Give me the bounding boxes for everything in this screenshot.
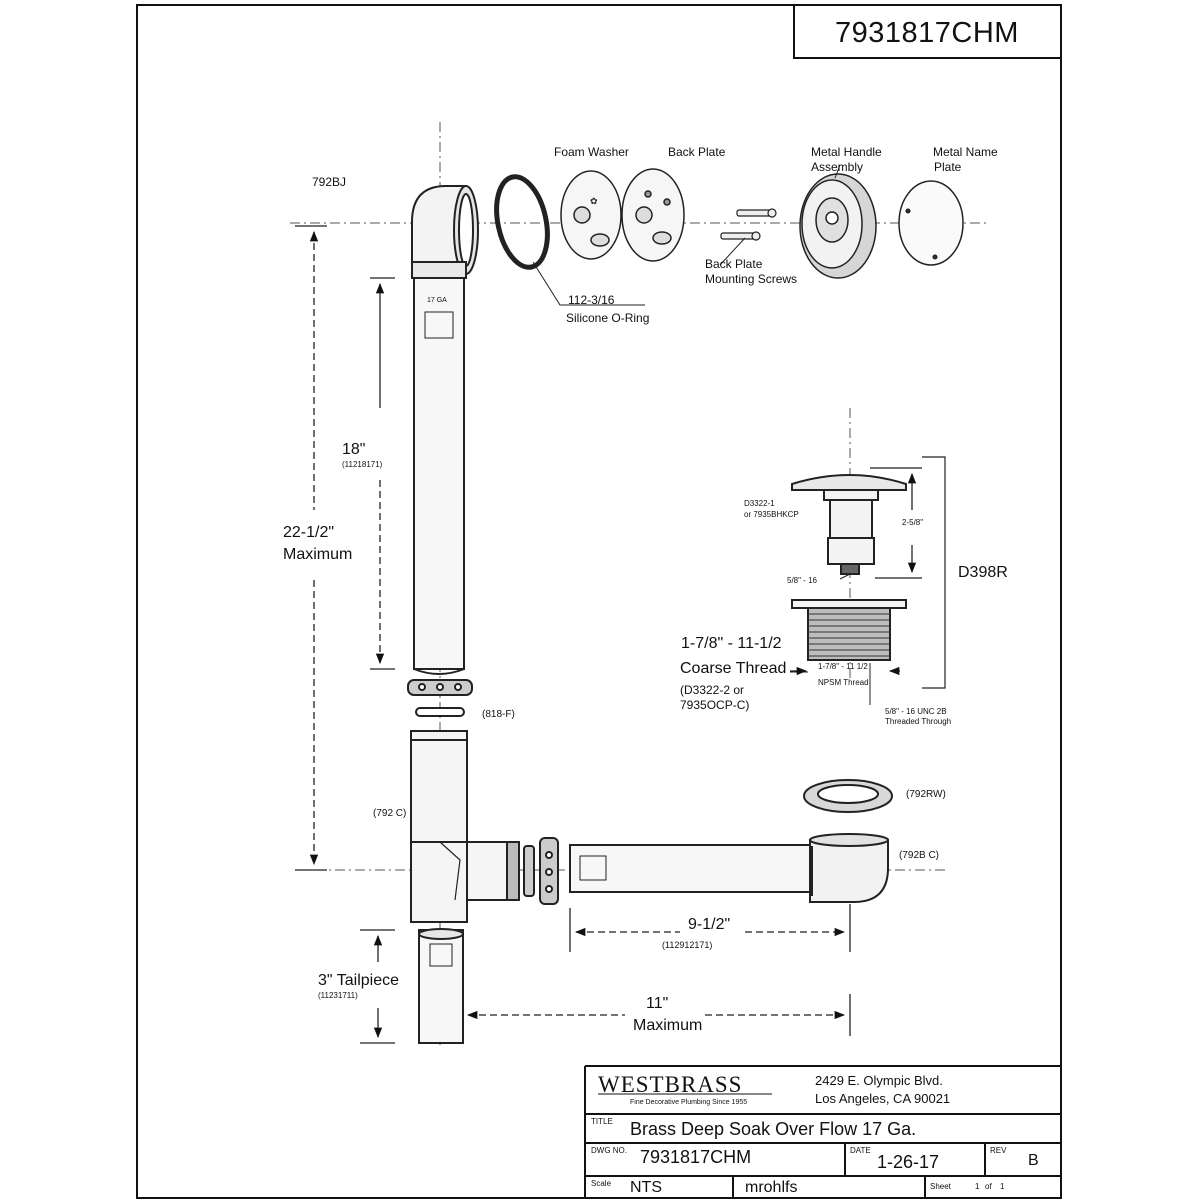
dwg-no-label: DWG NO. bbox=[591, 1146, 627, 1155]
rev-value: B bbox=[1028, 1152, 1039, 1169]
handle-label-2: Assembly bbox=[811, 160, 864, 174]
tailpiece bbox=[418, 928, 464, 1044]
tube-part-number: (11218171) bbox=[342, 460, 383, 469]
back-plate-label: Back Plate bbox=[668, 145, 726, 159]
thread-label-3: (D3322-2 or bbox=[680, 683, 745, 697]
centerlines bbox=[290, 122, 990, 1045]
company-logo: WESTBRASS bbox=[598, 1072, 743, 1097]
tailpiece-part-number: (11231711) bbox=[318, 991, 358, 1000]
name-plate-label-2: Plate bbox=[934, 160, 962, 174]
company-tagline: Fine Decorative Plumbing Since 1955 bbox=[630, 1099, 748, 1106]
thread-label-1: 1-7/8" - 11-1/2 bbox=[681, 635, 782, 652]
sheet-label: Sheet bbox=[930, 1182, 951, 1191]
drain-flange-body bbox=[791, 599, 907, 661]
dwg-no-value: 7931817CHM bbox=[640, 1147, 752, 1167]
date-value: 1-26-17 bbox=[877, 1152, 940, 1172]
horizontal-slip-nut bbox=[523, 837, 559, 905]
through-label-1: 5/8" - 16 UNC 2B bbox=[885, 707, 947, 716]
back-plate-part bbox=[621, 168, 685, 262]
sheet-border bbox=[136, 4, 1062, 1199]
name-plate-part bbox=[898, 180, 964, 266]
elbow-label: 792BJ bbox=[312, 175, 347, 189]
width-dim: 11" bbox=[646, 995, 669, 1012]
sheet-total: 1 bbox=[1000, 1182, 1005, 1191]
pipe-gauge-mark: 17 GA bbox=[427, 297, 447, 304]
stopper-label-1: D3322-1 bbox=[744, 499, 775, 508]
rev-label: REV bbox=[990, 1146, 1007, 1155]
elbow-part bbox=[411, 185, 479, 279]
overall-length-label: Maximum bbox=[283, 546, 353, 563]
nut-washer-label: (818-F) bbox=[482, 709, 515, 720]
handle-label-1: Metal Handle bbox=[811, 145, 882, 159]
npsm-label-2: NPSM Thread bbox=[818, 678, 869, 687]
foam-washer-part: ✿ bbox=[560, 170, 622, 260]
overflow-tube bbox=[413, 277, 465, 675]
oring-size-label: 112-3/16 bbox=[568, 293, 615, 307]
mounting-screws-part bbox=[720, 208, 777, 241]
screws-label-2: Mounting Screws bbox=[705, 272, 798, 286]
tailpiece-dim: 3" Tailpiece bbox=[318, 972, 399, 989]
name-plate-label-1: Metal Name bbox=[933, 145, 998, 159]
thread-label-2: Coarse Thread bbox=[680, 660, 787, 677]
silicone-o-ring bbox=[494, 174, 550, 270]
screws-label-1: Back Plate bbox=[705, 257, 763, 271]
scale-label: Scale bbox=[591, 1179, 612, 1188]
sheet-number: 1 bbox=[975, 1182, 980, 1191]
stud-label: 5/8" - 16 bbox=[787, 576, 817, 585]
drain-series-label: D398R bbox=[958, 564, 1008, 581]
address-line-1: 2429 E. Olympic Blvd. bbox=[815, 1073, 943, 1088]
horizontal-length-dim: 9-1/2" bbox=[688, 916, 731, 933]
through-label-2: Threaded Through bbox=[885, 717, 952, 726]
rubber-washer-label: (792RW) bbox=[906, 789, 946, 800]
drawn-by: mrohlfs bbox=[745, 1179, 798, 1196]
drawing-title: Brass Deep Soak Over Flow 17 Ga. bbox=[630, 1119, 917, 1139]
drawing-number-box bbox=[793, 5, 1061, 59]
title-field-label: TITLE bbox=[591, 1117, 613, 1126]
overall-length-dim: 22-1/2" bbox=[283, 524, 335, 541]
address-line-2: Los Angeles, CA 90021 bbox=[815, 1091, 951, 1106]
svg-text:✿: ✿ bbox=[590, 196, 598, 206]
shoe-label: (792B C) bbox=[899, 850, 940, 861]
drawing-number-header: 7931817CHM bbox=[835, 17, 1019, 49]
drain-stopper bbox=[791, 474, 907, 575]
horizontal-part-number: (112912171) bbox=[662, 940, 713, 950]
npsm-label-1: 1-7/8" - 11 1/2 bbox=[818, 662, 868, 671]
dimension-lines bbox=[295, 225, 922, 1044]
oring-name-label: Silicone O-Ring bbox=[566, 311, 650, 325]
handle-assembly-part bbox=[799, 173, 877, 279]
thread-label-4: 7935OCP-C) bbox=[680, 698, 750, 712]
tube-length-dim: 18" bbox=[342, 441, 366, 458]
horizontal-tube bbox=[569, 844, 811, 893]
tee-part bbox=[410, 730, 520, 923]
scale-value: NTS bbox=[630, 1179, 662, 1196]
width-label: Maximum bbox=[633, 1017, 703, 1034]
sheet-of: of bbox=[985, 1182, 992, 1191]
slip-nut-818F bbox=[407, 679, 473, 717]
title-block-grid bbox=[584, 1065, 1061, 1198]
stopper-label-2: or 7935BHKCP bbox=[744, 510, 799, 519]
date-label: DATE bbox=[850, 1146, 871, 1155]
drain-shoe bbox=[809, 833, 889, 903]
foam-washer-label: Foam Washer bbox=[554, 145, 629, 159]
d398r-bracket bbox=[922, 456, 946, 689]
tee-label: (792 C) bbox=[373, 808, 407, 819]
stopper-height-dim: 2-5/8" bbox=[902, 518, 924, 527]
rubber-washer bbox=[803, 779, 893, 813]
